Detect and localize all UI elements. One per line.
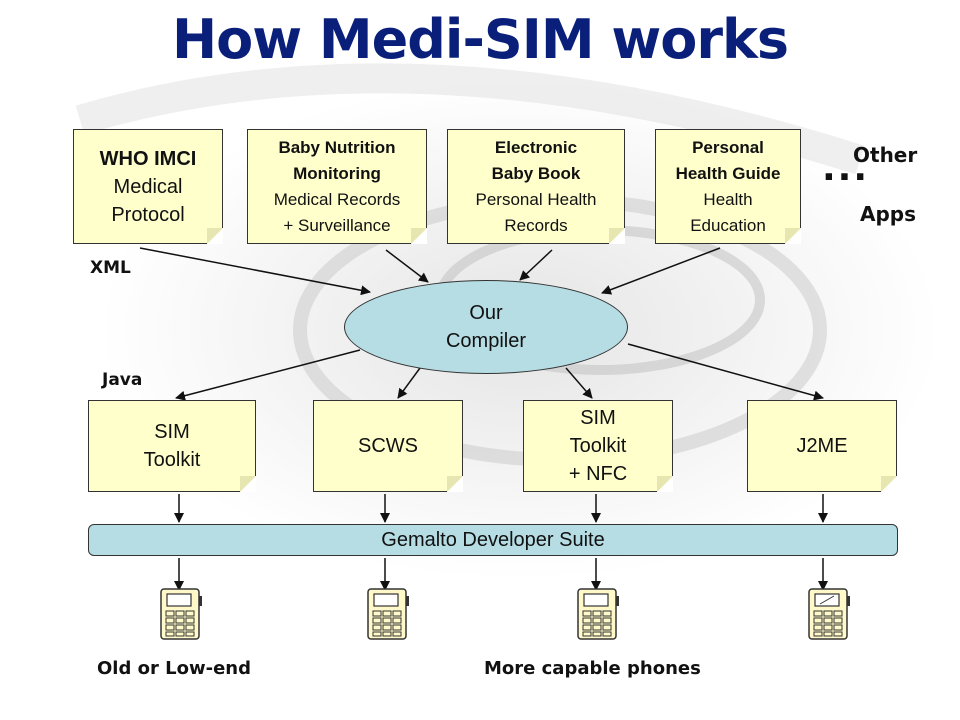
phone-icon xyxy=(808,588,850,640)
app-line: Health Guide xyxy=(675,163,781,183)
phone-icon xyxy=(577,588,619,640)
app-baby-nutrition: Baby Nutrition Monitoring Medical Record… xyxy=(247,129,427,244)
compiler-line: Compiler xyxy=(445,330,527,352)
target-line: SIM xyxy=(580,407,616,429)
target-sim-toolkit-nfc: SIM Toolkit + NFC xyxy=(523,400,673,492)
app-line: Baby Book xyxy=(491,163,581,183)
phone-icon xyxy=(160,588,202,640)
app-line: Baby Nutrition xyxy=(278,137,396,157)
app-line: Medical Records xyxy=(273,189,401,209)
app-personal-health-guide: Personal Health Guide Health Education xyxy=(655,129,801,244)
target-scws: SCWS xyxy=(313,400,463,492)
compiler-line: Our xyxy=(469,302,503,324)
target-line: J2ME xyxy=(796,435,848,457)
target-line: SCWS xyxy=(358,435,418,457)
app-line: Personal Health xyxy=(475,189,597,209)
app-line: Electronic xyxy=(494,137,578,157)
old-low-end-label: Old or Low-end xyxy=(97,658,251,679)
target-line: Toolkit xyxy=(143,449,201,471)
compiler-node: Our Compiler xyxy=(344,280,628,374)
app-electronic-baby-book: Electronic Baby Book Personal Health Rec… xyxy=(447,129,625,244)
java-label: Java xyxy=(102,370,143,390)
phone-icon xyxy=(367,588,409,640)
app-line: Medical xyxy=(113,175,183,198)
other-apps-ellipsis: ... xyxy=(822,148,870,189)
target-j2me: J2ME xyxy=(747,400,897,492)
target-sim-toolkit: SIM Toolkit xyxy=(88,400,256,492)
other-apps-label: Other xyxy=(853,143,918,167)
app-line: Personal xyxy=(692,137,764,157)
app-line: Monitoring xyxy=(293,163,381,183)
target-line: Toolkit xyxy=(569,435,627,457)
app-who-imci: WHO IMCI Medical Protocol xyxy=(73,129,223,244)
target-line: + NFC xyxy=(568,463,628,485)
app-line: + Surveillance xyxy=(283,215,391,235)
app-line: Education xyxy=(690,215,766,235)
more-capable-phones-label: More capable phones xyxy=(484,658,701,679)
gemalto-developer-suite: Gemalto Developer Suite xyxy=(88,524,898,556)
app-line: Records xyxy=(504,215,568,235)
app-line: Health xyxy=(703,189,753,209)
target-line: SIM xyxy=(154,421,190,443)
app-line: WHO IMCI xyxy=(99,147,197,170)
app-line: Protocol xyxy=(111,203,185,226)
page-title: How Medi-SIM works xyxy=(171,8,789,71)
xml-label: XML xyxy=(90,258,131,278)
other-apps-label: Apps xyxy=(860,202,917,226)
